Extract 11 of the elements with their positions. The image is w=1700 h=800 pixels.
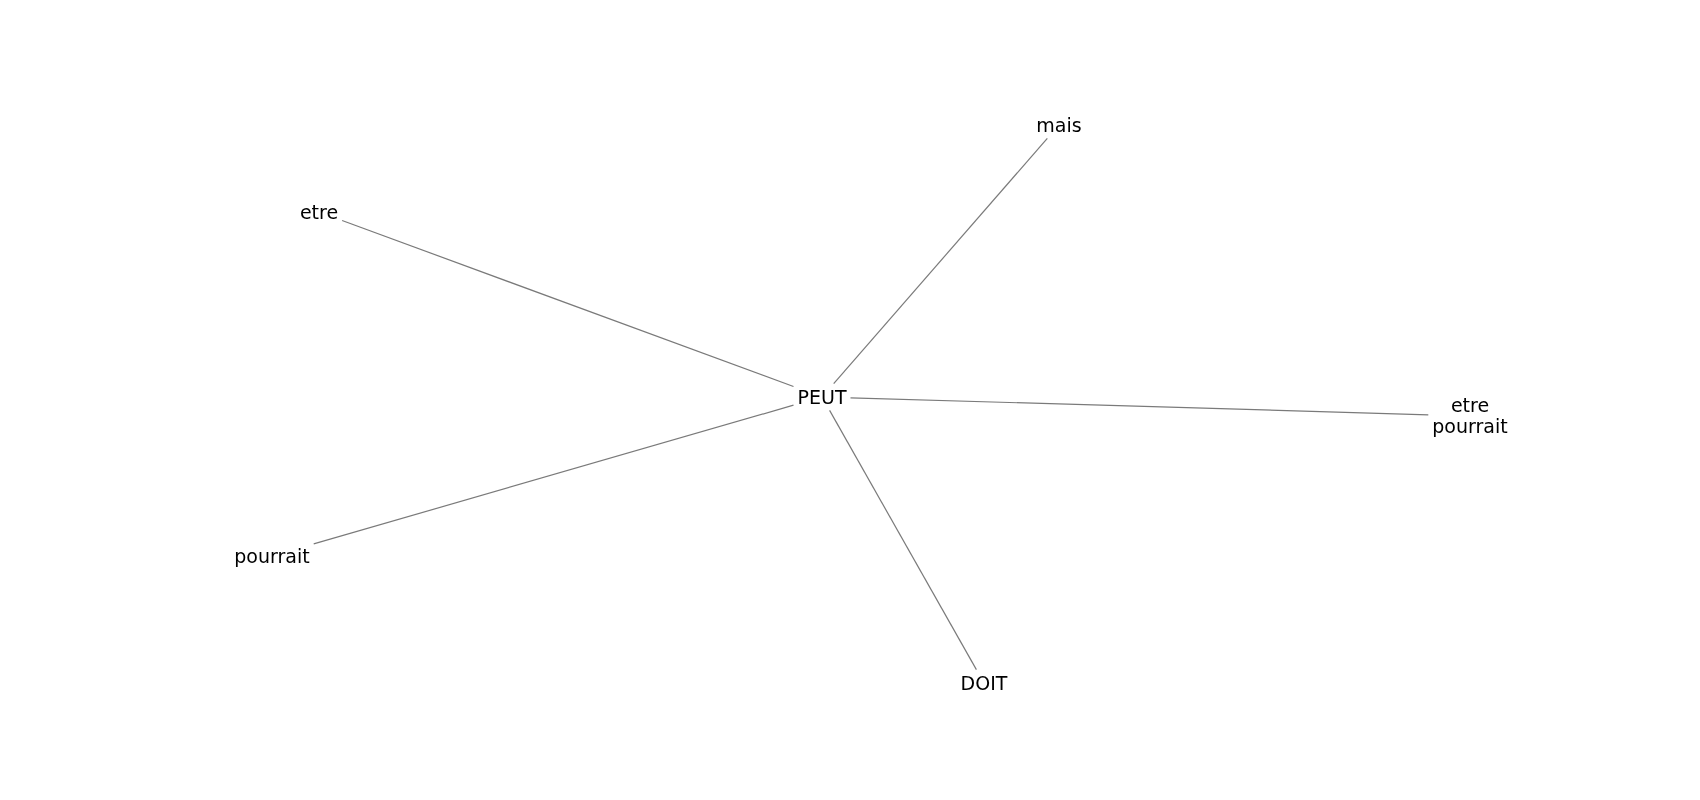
connector-line [341,219,795,388]
word-label: DOIT [958,671,1010,695]
word-label: etre [297,200,341,224]
connector-line [829,409,977,671]
word-label: PEUT [795,385,849,409]
word-label: pourrait [232,544,312,568]
connector-line [849,397,1429,416]
word-label: etre pourrait [1430,394,1510,438]
connector-line [833,137,1048,385]
connector-line [313,404,795,545]
word-label: mais [1034,113,1084,137]
